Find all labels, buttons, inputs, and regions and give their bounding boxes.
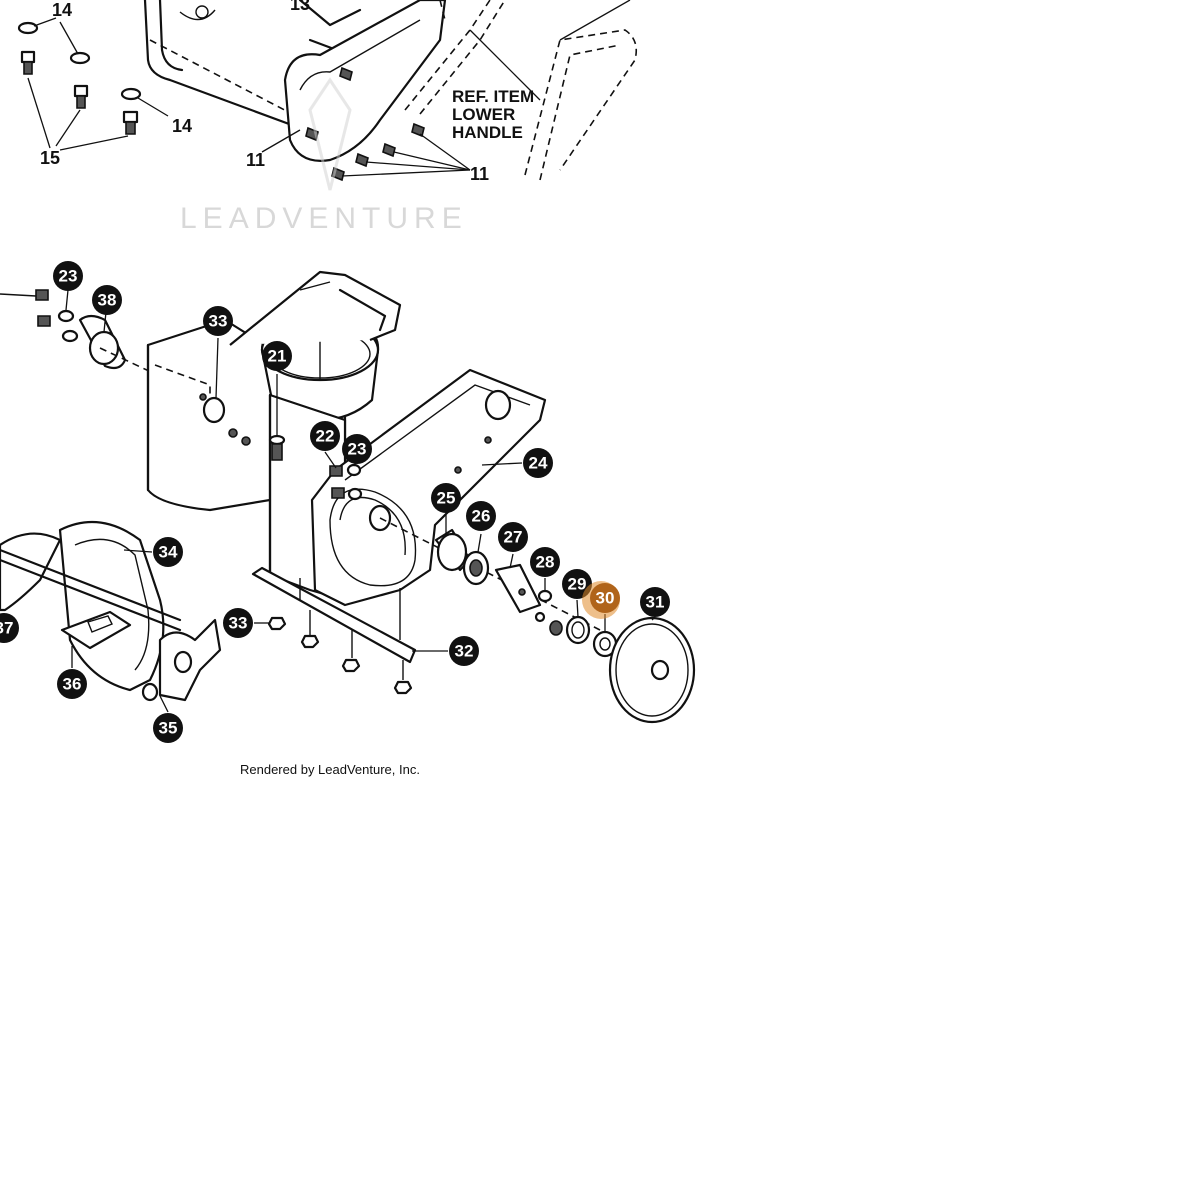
callout-37: 37 [0, 613, 19, 643]
ref-item-line1: REF. ITEM [452, 87, 534, 106]
svg-text:25: 25 [437, 489, 456, 508]
label-14-top: 14 [52, 0, 72, 20]
svg-text:33: 33 [229, 614, 248, 633]
callout-35: 35 [153, 713, 183, 743]
callout-32: 32 [449, 636, 479, 666]
svg-text:37: 37 [0, 619, 13, 638]
callout-33-bottom: 33 [223, 608, 253, 638]
svg-text:32: 32 [455, 642, 474, 661]
ref-item-line2: LOWER [452, 105, 515, 124]
svg-text:28: 28 [536, 553, 555, 572]
svg-text:30: 30 [596, 589, 615, 608]
svg-text:36: 36 [63, 675, 82, 694]
svg-text:29: 29 [568, 575, 587, 594]
upper-assembly-drawing [17, 0, 638, 182]
svg-text:35: 35 [159, 719, 178, 738]
callout-23-left: 23 [53, 261, 83, 291]
ref-item-line3: HANDLE [452, 123, 523, 142]
svg-text:33: 33 [209, 312, 228, 331]
callout-23-middle: 23 [342, 434, 372, 464]
callout-30-highlighted[interactable]: 30 [582, 581, 620, 619]
callout-36: 36 [57, 669, 87, 699]
callout-24: 24 [523, 448, 553, 478]
callout-28: 28 [530, 547, 560, 577]
callout-33-top: 33 [203, 306, 233, 336]
svg-text:27: 27 [504, 528, 523, 547]
label-15: 15 [40, 148, 60, 168]
svg-text:38: 38 [98, 291, 117, 310]
callout-27: 27 [498, 522, 528, 552]
rendered-by-credit: Rendered by LeadVenture, Inc. [240, 762, 420, 777]
svg-text:26: 26 [472, 507, 491, 526]
callout-31: 31 [640, 587, 670, 617]
main-assembly-drawing [0, 270, 696, 724]
svg-text:34: 34 [159, 543, 178, 562]
callout-21: 21 [262, 341, 292, 371]
callout-22: 22 [310, 421, 340, 451]
callout-34: 34 [153, 537, 183, 567]
callout-38: 38 [92, 285, 122, 315]
leadventure-watermark-logo [308, 77, 352, 191]
svg-text:21: 21 [268, 347, 287, 366]
label-11-right: 11 [470, 164, 489, 184]
label-13: 13 [290, 0, 310, 14]
svg-text:23: 23 [59, 267, 78, 286]
svg-text:31: 31 [646, 593, 665, 612]
label-14-right: 14 [172, 116, 192, 136]
watermark-text: LEADVENTURE [180, 202, 468, 235]
callout-26: 26 [466, 501, 496, 531]
svg-text:22: 22 [316, 427, 335, 446]
svg-text:23: 23 [348, 440, 367, 459]
svg-text:24: 24 [529, 454, 548, 473]
callout-25: 25 [431, 483, 461, 513]
label-11-left: 11 [246, 150, 265, 170]
